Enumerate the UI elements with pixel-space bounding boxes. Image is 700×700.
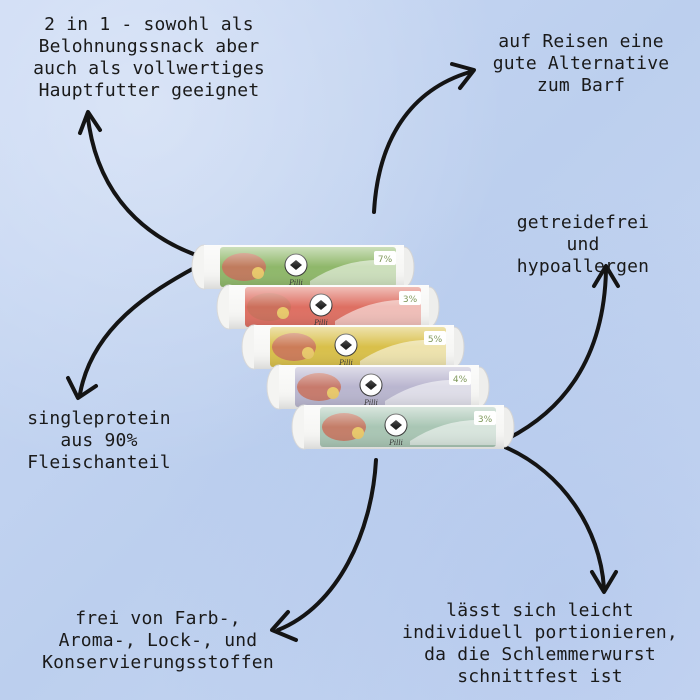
arrow-bottom-left: [270, 458, 378, 642]
callout-line: hypoallergen: [516, 256, 650, 277]
callout-line: 2 in 1 - sowohl als: [44, 14, 254, 35]
callout-travel: auf Reisen eine gute Alternative zum Bar…: [466, 31, 696, 97]
callout-line: zum Barf: [536, 75, 626, 96]
callout-line: frei von Farb-,: [75, 608, 241, 629]
callout-line: schnittfest ist: [457, 666, 623, 687]
callout-line: Konservierungsstoffen: [42, 652, 274, 673]
product-roll: 5%Pilli: [241, 324, 465, 370]
callout-line: Belohnungssnack aber: [38, 36, 260, 57]
callout-portionable: lässt sich leicht individuell portionier…: [382, 600, 698, 688]
arrow-top-left: [78, 110, 198, 257]
arrow-left: [66, 265, 198, 400]
callout-line: aus 90%: [60, 430, 138, 451]
product-rolls: 7%Pilli3%Pilli5%Pilli4%Pilli3%Pilli: [191, 244, 515, 450]
callout-line: auf Reisen eine: [498, 31, 664, 52]
product-roll: 3%Pilli: [216, 284, 440, 330]
callout-two-in-one: 2 in 1 - sowohl als Belohnungssnack aber…: [4, 14, 294, 102]
callout-line: Hauptfutter geeignet: [38, 80, 260, 101]
callout-single-protein: singleprotein aus 90% Fleischanteil: [14, 408, 184, 474]
product-roll: 3%Pilli: [291, 404, 515, 450]
callout-line: da die Schlemmerwurst: [424, 644, 656, 665]
callout-line: getreidefrei: [516, 212, 650, 233]
callout-line: Aroma-, Lock-, und: [58, 630, 258, 651]
callout-line: Fleischanteil: [27, 452, 171, 473]
callout-line: individuell portionieren,: [402, 622, 678, 643]
callout-line: gute Alternative: [492, 53, 670, 74]
callout-no-additives: frei von Farb-, Aroma-, Lock-, und Konse…: [8, 608, 308, 674]
product-roll: 7%Pilli: [191, 244, 415, 290]
callout-line: singleprotein: [27, 408, 171, 429]
callout-line: lässt sich leicht: [446, 600, 634, 621]
arrow-right: [503, 264, 620, 442]
arrow-bottom-right: [503, 445, 618, 594]
callout-grain-free: getreidefrei und hypoallergen: [488, 212, 678, 278]
callout-line: auch als vollwertiges: [33, 58, 265, 79]
callout-line: und: [566, 234, 600, 255]
arrow-top-right: [372, 62, 476, 214]
product-roll: 4%Pilli: [266, 364, 490, 410]
